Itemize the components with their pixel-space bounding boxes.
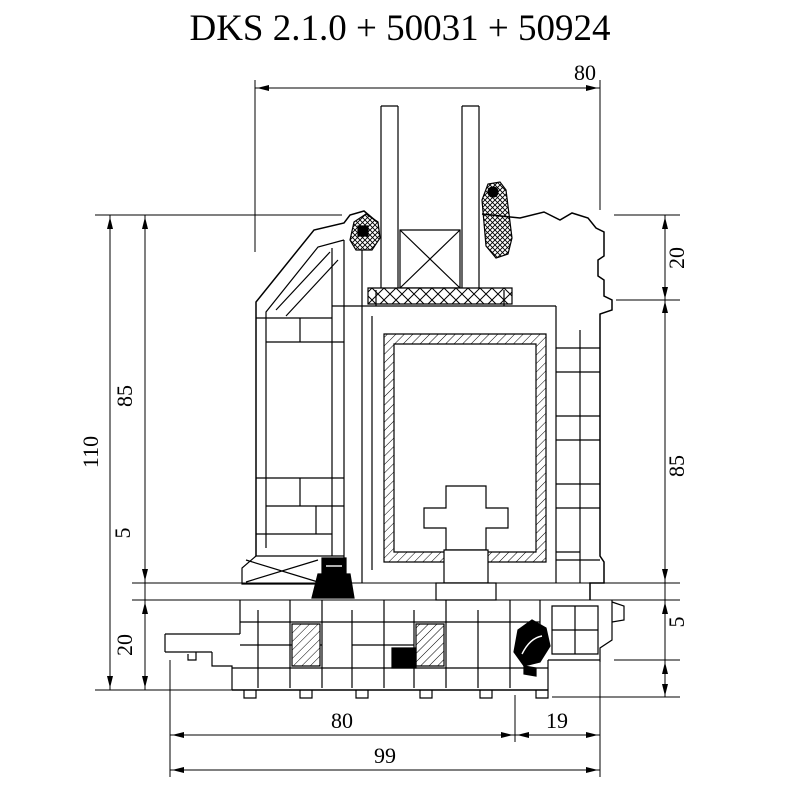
left-threshold-gasket (312, 558, 354, 598)
right-threshold-gasket (514, 620, 550, 676)
dim-right-middle-label: 85 (664, 455, 689, 477)
glass-unit (368, 106, 512, 304)
dim-left-upper-label: 85 (112, 385, 137, 407)
dim-bottom-width-label: 80 (331, 708, 353, 733)
dim-top-width-label: 80 (574, 60, 596, 85)
dimension-lines (95, 80, 680, 777)
leaf-profile (242, 211, 612, 600)
steel-reinforcement (384, 334, 546, 562)
dim-left-lower-label: 20 (112, 634, 137, 656)
drawing-title: DKS 2.1.0 + 50031 + 50924 (189, 8, 610, 49)
glazing-packer (368, 288, 512, 304)
profile-drawing (165, 106, 624, 698)
dim-right-small-label: 5 (664, 617, 689, 628)
dim-bottom-total-label: 99 (374, 743, 396, 768)
dim-left-total-label: 110 (78, 436, 103, 468)
glazing-gaskets (350, 182, 512, 258)
dimension-labels: 80 20 85 5 110 85 5 20 80 19 99 (78, 60, 689, 768)
dim-left-small-label: 5 (110, 528, 135, 539)
dim-right-top-label: 20 (664, 247, 689, 269)
right-glazing-gasket (482, 182, 512, 258)
threshold-profile (165, 600, 624, 698)
interlock-profile (424, 486, 508, 600)
dim-bottom-right-label: 19 (546, 708, 568, 733)
